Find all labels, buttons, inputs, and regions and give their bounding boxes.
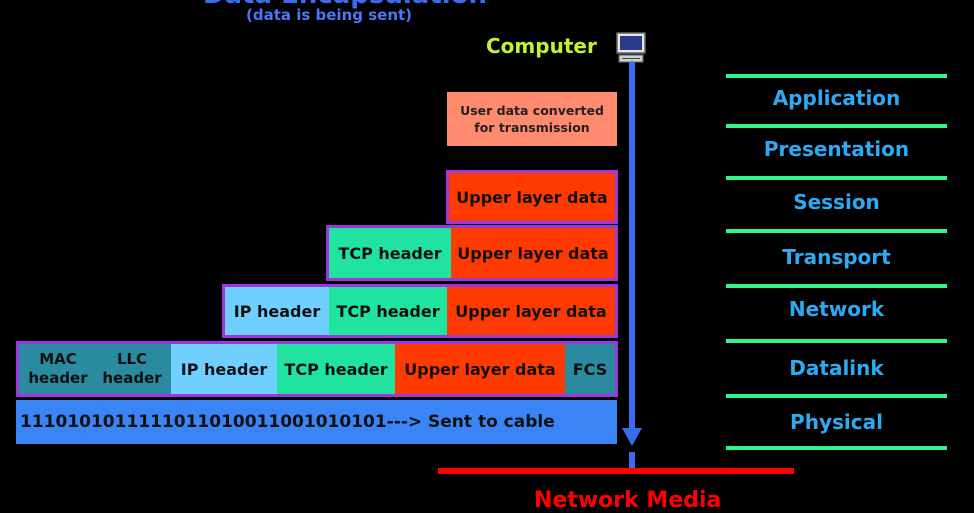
encap-row-network: IP header TCP header Upper layer data (222, 284, 618, 338)
mac-header-label: MAC header (28, 350, 88, 387)
osi-divider (726, 339, 947, 343)
osi-layer-transport: Transport (782, 245, 891, 269)
computer-icon (615, 31, 647, 65)
ip-header-segment: IP header (171, 344, 277, 394)
bits-row: 1110101011111011010011001010101---> Sent… (16, 400, 617, 444)
osi-divider (726, 124, 947, 128)
osi-divider (726, 229, 947, 233)
osi-layer-physical: Physical (790, 410, 883, 434)
ip-header-segment: IP header (225, 287, 329, 335)
tcp-header-segment: TCP header (329, 287, 447, 335)
upper-layer-data-segment: Upper layer data (447, 287, 615, 335)
osi-divider (726, 446, 947, 450)
encap-row-transport: TCP header Upper layer data (326, 225, 618, 281)
mac-llc-header-segment: MAC header LLC header (19, 344, 171, 394)
encap-row-session: Upper layer data (446, 170, 618, 224)
osi-layer-session: Session (793, 190, 880, 214)
transmission-arrow-head (622, 428, 642, 446)
llc-header-label: LLC header (102, 350, 162, 387)
upper-layer-data-segment: Upper layer data (449, 173, 615, 221)
transmission-arrow-stub (629, 452, 635, 472)
upper-layer-data-segment: Upper layer data (395, 344, 565, 394)
diagram-title: Data Encapsulation (200, 0, 490, 10)
encap-row-datalink: MAC header LLC header IP header TCP head… (16, 341, 618, 397)
osi-layer-presentation: Presentation (763, 137, 910, 161)
transmission-arrow-shaft (629, 62, 635, 434)
osi-divider (726, 176, 947, 180)
network-media-line (438, 468, 794, 474)
osi-layer-datalink: Datalink (789, 356, 884, 380)
osi-layer-network: Network (788, 297, 885, 321)
user-data-note: User data converted for transmission (447, 92, 617, 146)
osi-layer-application: Application (772, 86, 901, 110)
osi-divider (726, 284, 947, 288)
tcp-header-segment: TCP header (277, 344, 395, 394)
diagram-subtitle: (data is being sent) (246, 6, 413, 24)
fcs-segment: FCS (565, 344, 615, 394)
computer-label: Computer (486, 34, 597, 58)
network-media-label: Network Media (534, 488, 722, 513)
tcp-header-segment: TCP header (329, 228, 451, 278)
osi-divider (726, 74, 947, 78)
upper-layer-data-segment: Upper layer data (451, 228, 615, 278)
osi-divider (726, 394, 947, 398)
